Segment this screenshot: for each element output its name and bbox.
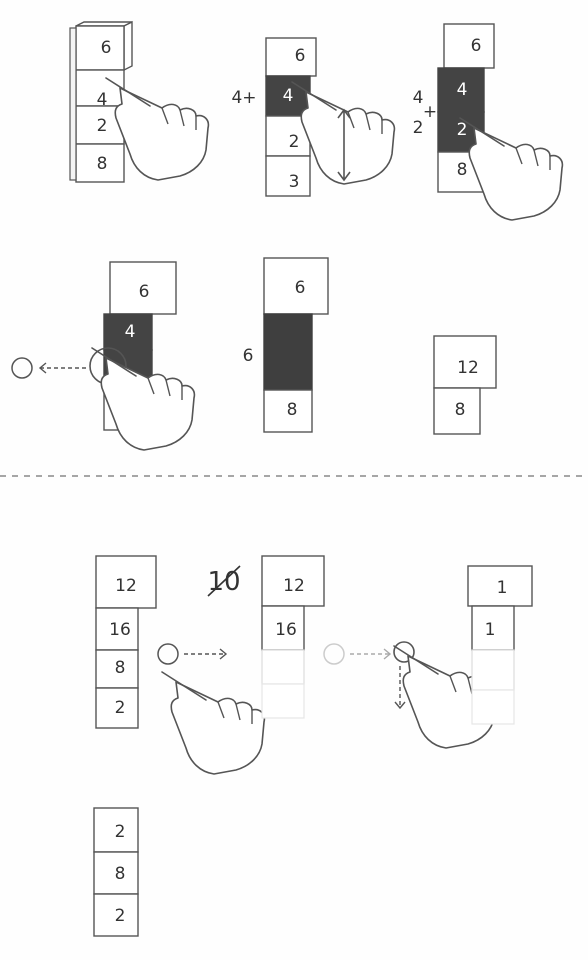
merged-sum-label: 6 <box>243 346 254 366</box>
block-1-top: 1 <box>497 578 508 598</box>
top-step-4: 6 4 <box>89 261 196 451</box>
block-2: 2 <box>97 116 108 136</box>
swipe-left-indicator <box>11 357 86 379</box>
block-8: 8 <box>455 400 466 420</box>
top-step-5: 6 8 6 <box>243 257 329 433</box>
block-2: 2 <box>457 120 468 140</box>
top-step-1: 6 4 2 8 <box>69 20 210 183</box>
block-8: 8 <box>115 864 126 884</box>
block-4: 4 <box>97 90 108 110</box>
block-12: 12 <box>457 358 479 378</box>
block-4: 4 <box>125 322 136 342</box>
block-2: 2 <box>115 698 126 718</box>
bottom-step-2: 10 12 16 <box>207 555 325 719</box>
block-3: 3 <box>289 172 300 192</box>
bottom-swipe-right <box>157 643 266 775</box>
hand-swipe-icon <box>161 671 266 775</box>
block-8: 8 <box>115 658 126 678</box>
sum-annotation: 4+ <box>231 88 256 108</box>
top-step-3: 6 4 2 8 4 + 2 <box>413 23 564 221</box>
block-6: 6 <box>471 36 482 56</box>
block-4: 4 <box>283 86 294 106</box>
block-8: 8 <box>287 400 298 420</box>
block-6: 6 <box>101 38 112 58</box>
block-16: 16 <box>109 620 131 640</box>
strike-through <box>207 565 241 597</box>
block-1: 1 <box>485 620 496 640</box>
block-16: 16 <box>275 620 297 640</box>
block-2: 2 <box>115 822 126 842</box>
block-6: 6 <box>295 278 306 298</box>
block-6: 6 <box>139 282 150 302</box>
block-8: 8 <box>97 154 108 174</box>
sum-top: 4 <box>413 88 424 108</box>
block-6: 6 <box>295 46 306 66</box>
block-2: 2 <box>115 906 126 926</box>
block-2: 2 <box>289 132 300 152</box>
bottom-step-4: 2 8 2 <box>93 807 139 937</box>
block-4: 4 <box>457 80 468 100</box>
block-12: 12 <box>115 576 137 596</box>
block-12: 12 <box>283 576 305 596</box>
top-step-6: 12 8 <box>433 335 497 435</box>
block-8: 8 <box>457 160 468 180</box>
bottom-swipe-down <box>323 641 498 749</box>
sum-plus: + <box>423 102 437 122</box>
bottom-step-3: 1 1 <box>467 565 533 725</box>
top-step-2: 6 4 2 3 4+ <box>231 37 396 197</box>
bottom-step-1: 12 16 8 2 <box>95 555 157 729</box>
hand-press-icon <box>459 117 564 221</box>
sum-bottom: 2 <box>413 118 424 138</box>
vertical-arrow-icon <box>337 108 351 182</box>
